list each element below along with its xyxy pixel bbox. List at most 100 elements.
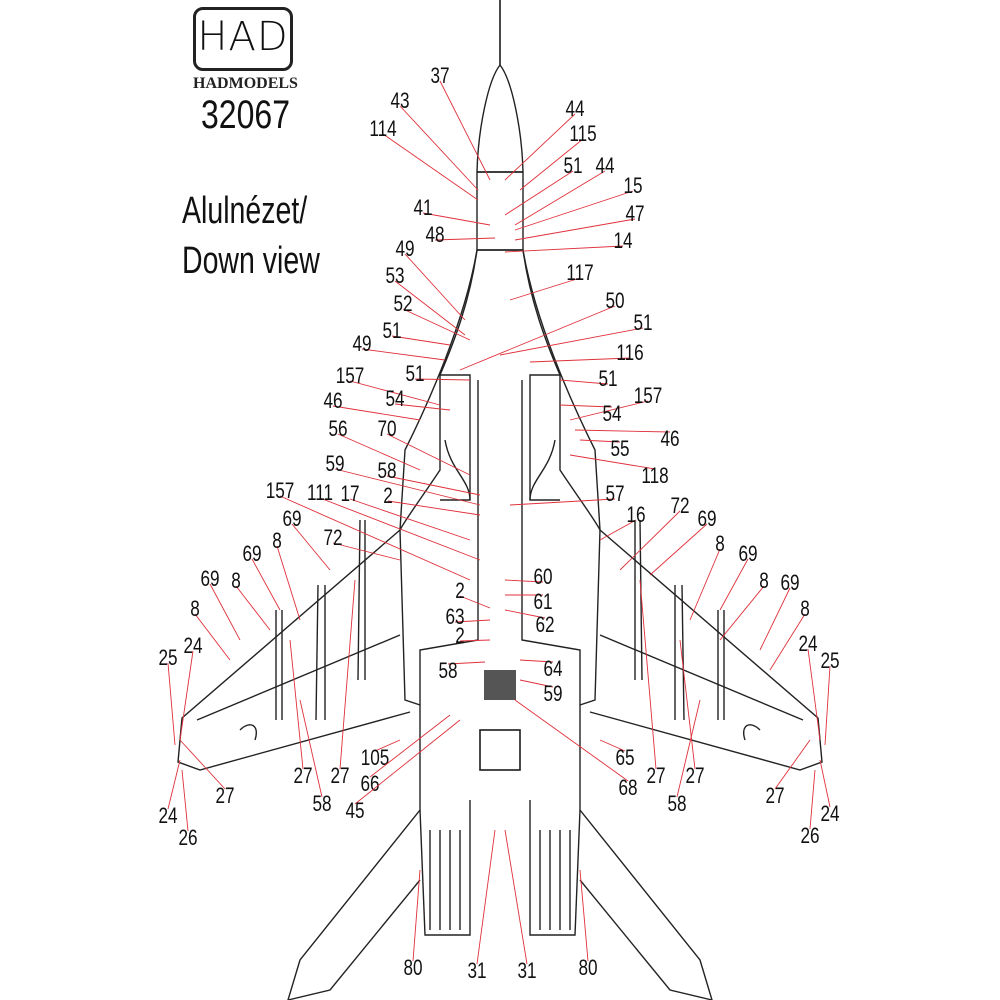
callout-number: 114	[369, 117, 396, 142]
callout-number: 115	[569, 122, 596, 147]
leader-line	[504, 579, 544, 583]
leader-line	[819, 759, 831, 808]
leader-line	[676, 699, 701, 798]
leader-line	[354, 719, 461, 805]
callout-number: 80	[578, 956, 597, 981]
leader-line	[422, 212, 491, 226]
leader-line	[824, 665, 831, 746]
leader-line	[167, 759, 181, 810]
callout-number: 68	[618, 776, 637, 801]
callout-number: 58	[312, 792, 331, 817]
callout-number: 69	[697, 507, 716, 532]
callout-number: 62	[535, 613, 554, 638]
callout-number: 60	[533, 565, 552, 590]
leader-line	[774, 739, 811, 790]
callout-number: 24	[820, 802, 839, 827]
leader-line	[339, 579, 356, 770]
leader-line	[509, 498, 616, 506]
callout-number: 58	[438, 659, 457, 684]
leader-line	[167, 662, 176, 746]
leader-line	[504, 113, 576, 181]
callout-number: 8	[272, 529, 282, 554]
leader-line	[291, 523, 331, 571]
leader-line	[386, 475, 481, 496]
callout-number: 2	[455, 579, 465, 604]
callout-number: 8	[715, 532, 725, 557]
callout-number: 44	[565, 97, 584, 122]
callout-number: 157	[336, 364, 365, 389]
callout-number: 66	[360, 772, 379, 797]
leader-line	[276, 545, 301, 621]
leader-line	[235, 585, 271, 631]
callout-number: 27	[646, 764, 665, 789]
leader-line	[412, 869, 421, 962]
callout-number: 69	[282, 507, 301, 532]
callout-number: 54	[385, 387, 404, 412]
leader-line	[349, 498, 471, 541]
leader-line	[719, 585, 765, 641]
callout-number: 27	[765, 784, 784, 809]
leader-line	[579, 439, 621, 443]
callout-number: 157	[634, 384, 663, 409]
callout-number: 49	[352, 332, 371, 357]
leader-line	[559, 404, 613, 408]
leader-line	[476, 829, 496, 965]
view-title-english: Down view	[182, 240, 320, 282]
leader-line	[514, 218, 636, 241]
callout-number: 27	[215, 784, 234, 809]
leader-line	[679, 639, 696, 770]
leader-line	[569, 400, 649, 421]
leader-line	[361, 348, 446, 361]
callout-number: 69	[242, 542, 261, 567]
leader-line	[809, 769, 816, 830]
callout-number: 59	[325, 452, 344, 477]
leader-line	[504, 170, 574, 216]
callout-number: 44	[595, 154, 614, 179]
callout-number: 41	[413, 196, 432, 221]
leader-line	[439, 80, 491, 181]
leader-line	[319, 497, 481, 561]
leader-line	[499, 327, 644, 356]
callout-number: 116	[616, 341, 643, 366]
aircraft-outline	[177, 0, 823, 1000]
callout-number: 8	[759, 569, 769, 594]
callout-number: 8	[190, 597, 200, 622]
callout-number: 63	[445, 605, 464, 630]
callout-number: 49	[395, 237, 414, 262]
callout-number: 15	[623, 174, 642, 199]
callout-number: 118	[641, 464, 668, 489]
leader-line	[386, 433, 471, 476]
callout-number: 37	[430, 64, 449, 89]
callout-number: 157	[266, 479, 295, 504]
callout-number: 2	[455, 624, 465, 649]
leader-line	[382, 133, 479, 201]
callout-number: 64	[543, 657, 562, 682]
leader-line	[599, 739, 626, 752]
callout-number: 57	[605, 482, 624, 507]
callout-number: 8	[800, 597, 810, 622]
leader-line	[434, 237, 496, 241]
callout-number: 61	[533, 590, 552, 615]
callout-number: 46	[323, 389, 342, 414]
leader-line	[649, 523, 708, 576]
callout-number: 17	[340, 482, 359, 507]
leader-line	[769, 613, 806, 671]
callout-number: 50	[605, 289, 624, 314]
leader-line	[279, 495, 471, 581]
leader-line	[394, 403, 451, 411]
leader-line	[459, 595, 491, 609]
leader-line	[639, 579, 657, 770]
leader-line	[181, 769, 189, 832]
leader-line	[404, 253, 466, 321]
callout-number: 51	[633, 311, 652, 336]
callout-number: 72	[323, 526, 342, 551]
callout-number: 54	[602, 402, 621, 427]
callout-number: 26	[800, 824, 819, 849]
leader-line	[194, 613, 231, 661]
leader-line	[251, 558, 281, 611]
callout-number: 27	[685, 764, 704, 789]
callout-number: 69	[200, 567, 219, 592]
callout-number: 51	[598, 367, 617, 392]
callout-number: 47	[625, 202, 644, 227]
callout-number: 58	[667, 792, 686, 817]
